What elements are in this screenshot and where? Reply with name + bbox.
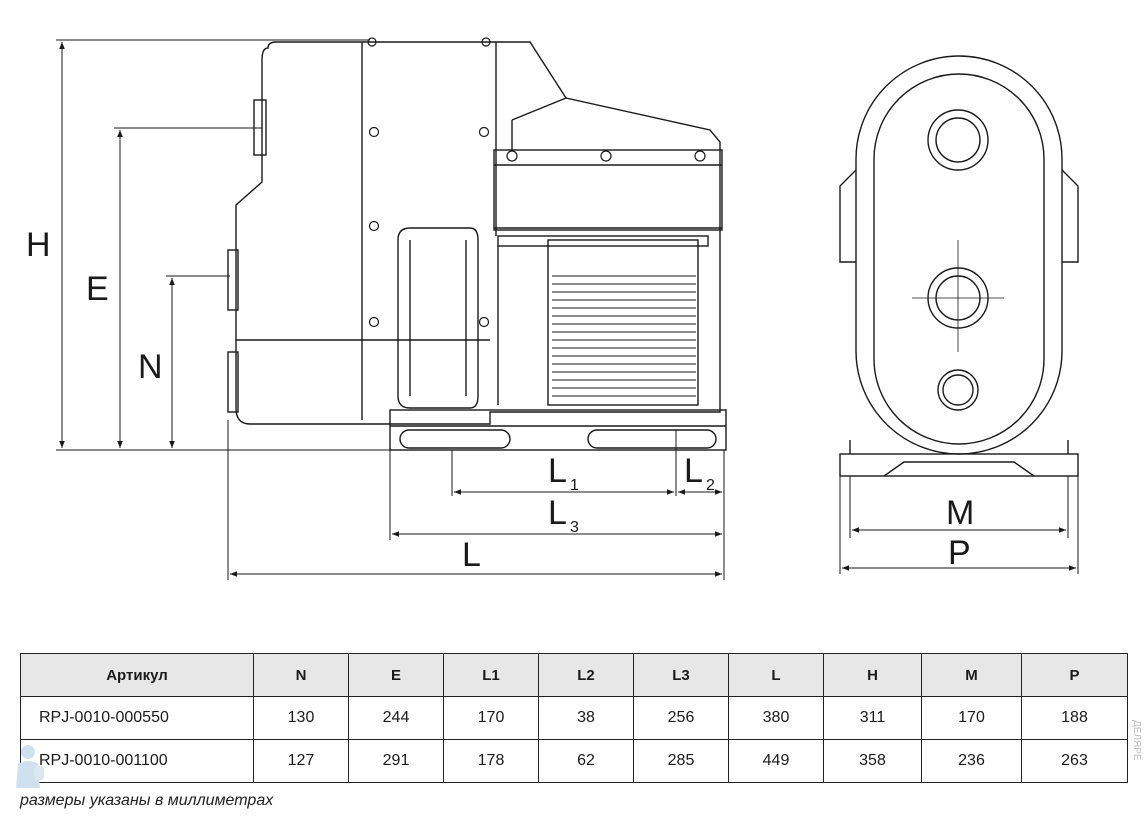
cell-h: 358 bbox=[823, 739, 922, 783]
cell-n: 127 bbox=[253, 739, 349, 783]
front-dimension-lines bbox=[839, 476, 1079, 574]
table-header-row: Артикул N E L1 L2 L3 L H M P bbox=[20, 653, 1128, 697]
technical-drawing: H E N L 1 L 2 L 3 L M P bbox=[26, 37, 1079, 580]
header-e: E bbox=[348, 653, 444, 697]
label-l2: L bbox=[684, 452, 703, 490]
cell-l3: 256 bbox=[633, 696, 729, 740]
cell-e: 244 bbox=[348, 696, 444, 740]
cell-l3: 285 bbox=[633, 739, 729, 783]
label-h: H bbox=[26, 226, 51, 264]
cell-l2: 62 bbox=[538, 739, 634, 783]
cell-l1: 178 bbox=[443, 739, 539, 783]
cell-m: 170 bbox=[921, 696, 1022, 740]
units-note: размеры указаны в миллиметрах bbox=[20, 792, 274, 809]
label-e: E bbox=[86, 270, 109, 308]
label-l: L bbox=[462, 536, 481, 574]
cell-l: 380 bbox=[728, 696, 824, 740]
label-l2-sub: 2 bbox=[706, 477, 715, 494]
header-l3: L3 bbox=[633, 653, 729, 697]
cell-article: RPJ-0010-001100 bbox=[20, 739, 254, 783]
label-l3-sub: 3 bbox=[570, 519, 579, 536]
table-row: RPJ-0010-001100 127 291 178 62 285 449 3… bbox=[20, 739, 1128, 783]
label-p: P bbox=[948, 534, 971, 572]
label-l3: L bbox=[548, 494, 567, 532]
cell-l: 449 bbox=[728, 739, 824, 783]
front-centerlines bbox=[912, 240, 1004, 352]
watermark-text: ДЕЛЯРЕ bbox=[1131, 720, 1142, 761]
dimensions-table: Артикул N E L1 L2 L3 L H M P RPJ-0010-00… bbox=[20, 653, 1128, 783]
cell-p: 263 bbox=[1021, 739, 1128, 783]
cell-n: 130 bbox=[253, 696, 349, 740]
pump-side-view bbox=[227, 41, 727, 451]
header-l2: L2 bbox=[538, 653, 634, 697]
mascot-watermark-icon bbox=[16, 745, 44, 788]
cell-e: 291 bbox=[348, 739, 444, 783]
label-l1: L bbox=[548, 452, 567, 490]
pump-front-view bbox=[839, 55, 1079, 477]
cooling-fins bbox=[552, 275, 696, 397]
header-h: H bbox=[823, 653, 922, 697]
cell-h: 311 bbox=[823, 696, 922, 740]
cell-article: RPJ-0010-000550 bbox=[20, 696, 254, 740]
header-article: Артикул bbox=[20, 653, 254, 697]
cell-m: 236 bbox=[921, 739, 1022, 783]
cell-l1: 170 bbox=[443, 696, 539, 740]
table-row: RPJ-0010-000550 130 244 170 38 256 380 3… bbox=[20, 696, 1128, 740]
header-m: M bbox=[921, 653, 1022, 697]
cell-p: 188 bbox=[1021, 696, 1128, 740]
header-l: L bbox=[728, 653, 824, 697]
header-l1: L1 bbox=[443, 653, 539, 697]
screws bbox=[367, 37, 706, 328]
label-n: N bbox=[138, 348, 163, 386]
header-p: P bbox=[1021, 653, 1128, 697]
label-m: M bbox=[946, 494, 974, 532]
header-n: N bbox=[253, 653, 349, 697]
side-dimension-lines bbox=[56, 39, 725, 580]
label-l1-sub: 1 bbox=[570, 477, 579, 494]
cell-l2: 38 bbox=[538, 696, 634, 740]
